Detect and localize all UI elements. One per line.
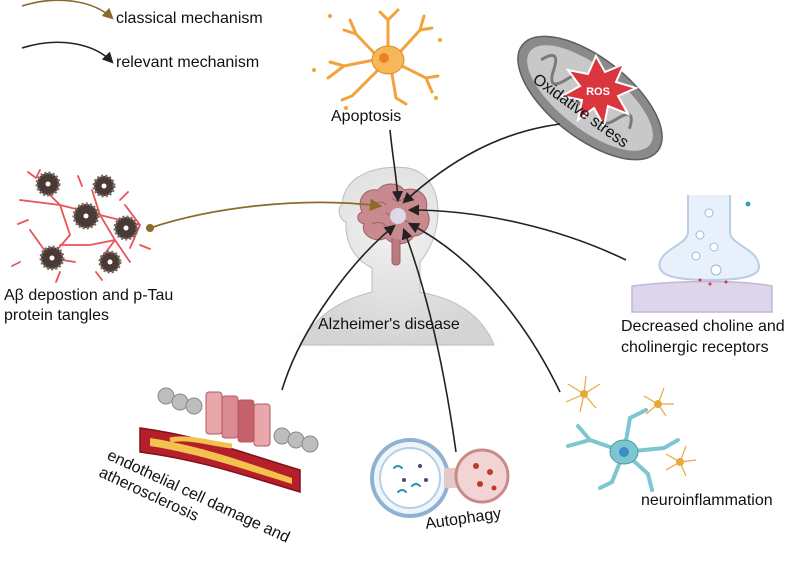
choline-label-line2: cholinergic receptors xyxy=(621,339,769,356)
arrow-endothelial xyxy=(281,224,396,391)
apoptosis-neuron-icon xyxy=(312,8,442,110)
ros-burst-icon: ROS xyxy=(559,53,639,129)
legend-classical-arrow xyxy=(21,0,114,20)
ros-badge-text: ROS xyxy=(586,86,610,98)
choline-label-line1: Decreased choline and xyxy=(621,318,785,335)
arrow-apoptosis xyxy=(389,129,404,203)
apoptosis-label: Apoptosis xyxy=(331,108,402,125)
legend-relevant-arrow xyxy=(21,41,114,64)
arrow-amyloid-classical xyxy=(146,198,383,232)
microglia-icon xyxy=(565,375,697,492)
center-label: Alzheimer's disease xyxy=(318,316,460,333)
neuroinflammation-label: neuroinflammation xyxy=(641,492,773,509)
arrow-oxidative-stress xyxy=(402,123,561,204)
autophagosome-icon xyxy=(370,438,510,518)
arrow-autophagy xyxy=(401,227,457,453)
legend-relevant-label: relevant mechanism xyxy=(116,54,260,71)
amyloid-tangle-icon xyxy=(11,169,151,283)
legend-classical-label: classical mechanism xyxy=(116,10,263,27)
diagram-canvas: ROS xyxy=(11,0,773,518)
abeta-label-line1: Aβ depostion and p-Tau xyxy=(4,287,174,304)
arrow-choline xyxy=(407,204,627,261)
abeta-label-line2: protein tangles xyxy=(4,307,109,324)
arrow-neuroinflammation xyxy=(408,222,561,393)
synapse-icon xyxy=(631,195,773,313)
artery-icon xyxy=(139,387,319,494)
